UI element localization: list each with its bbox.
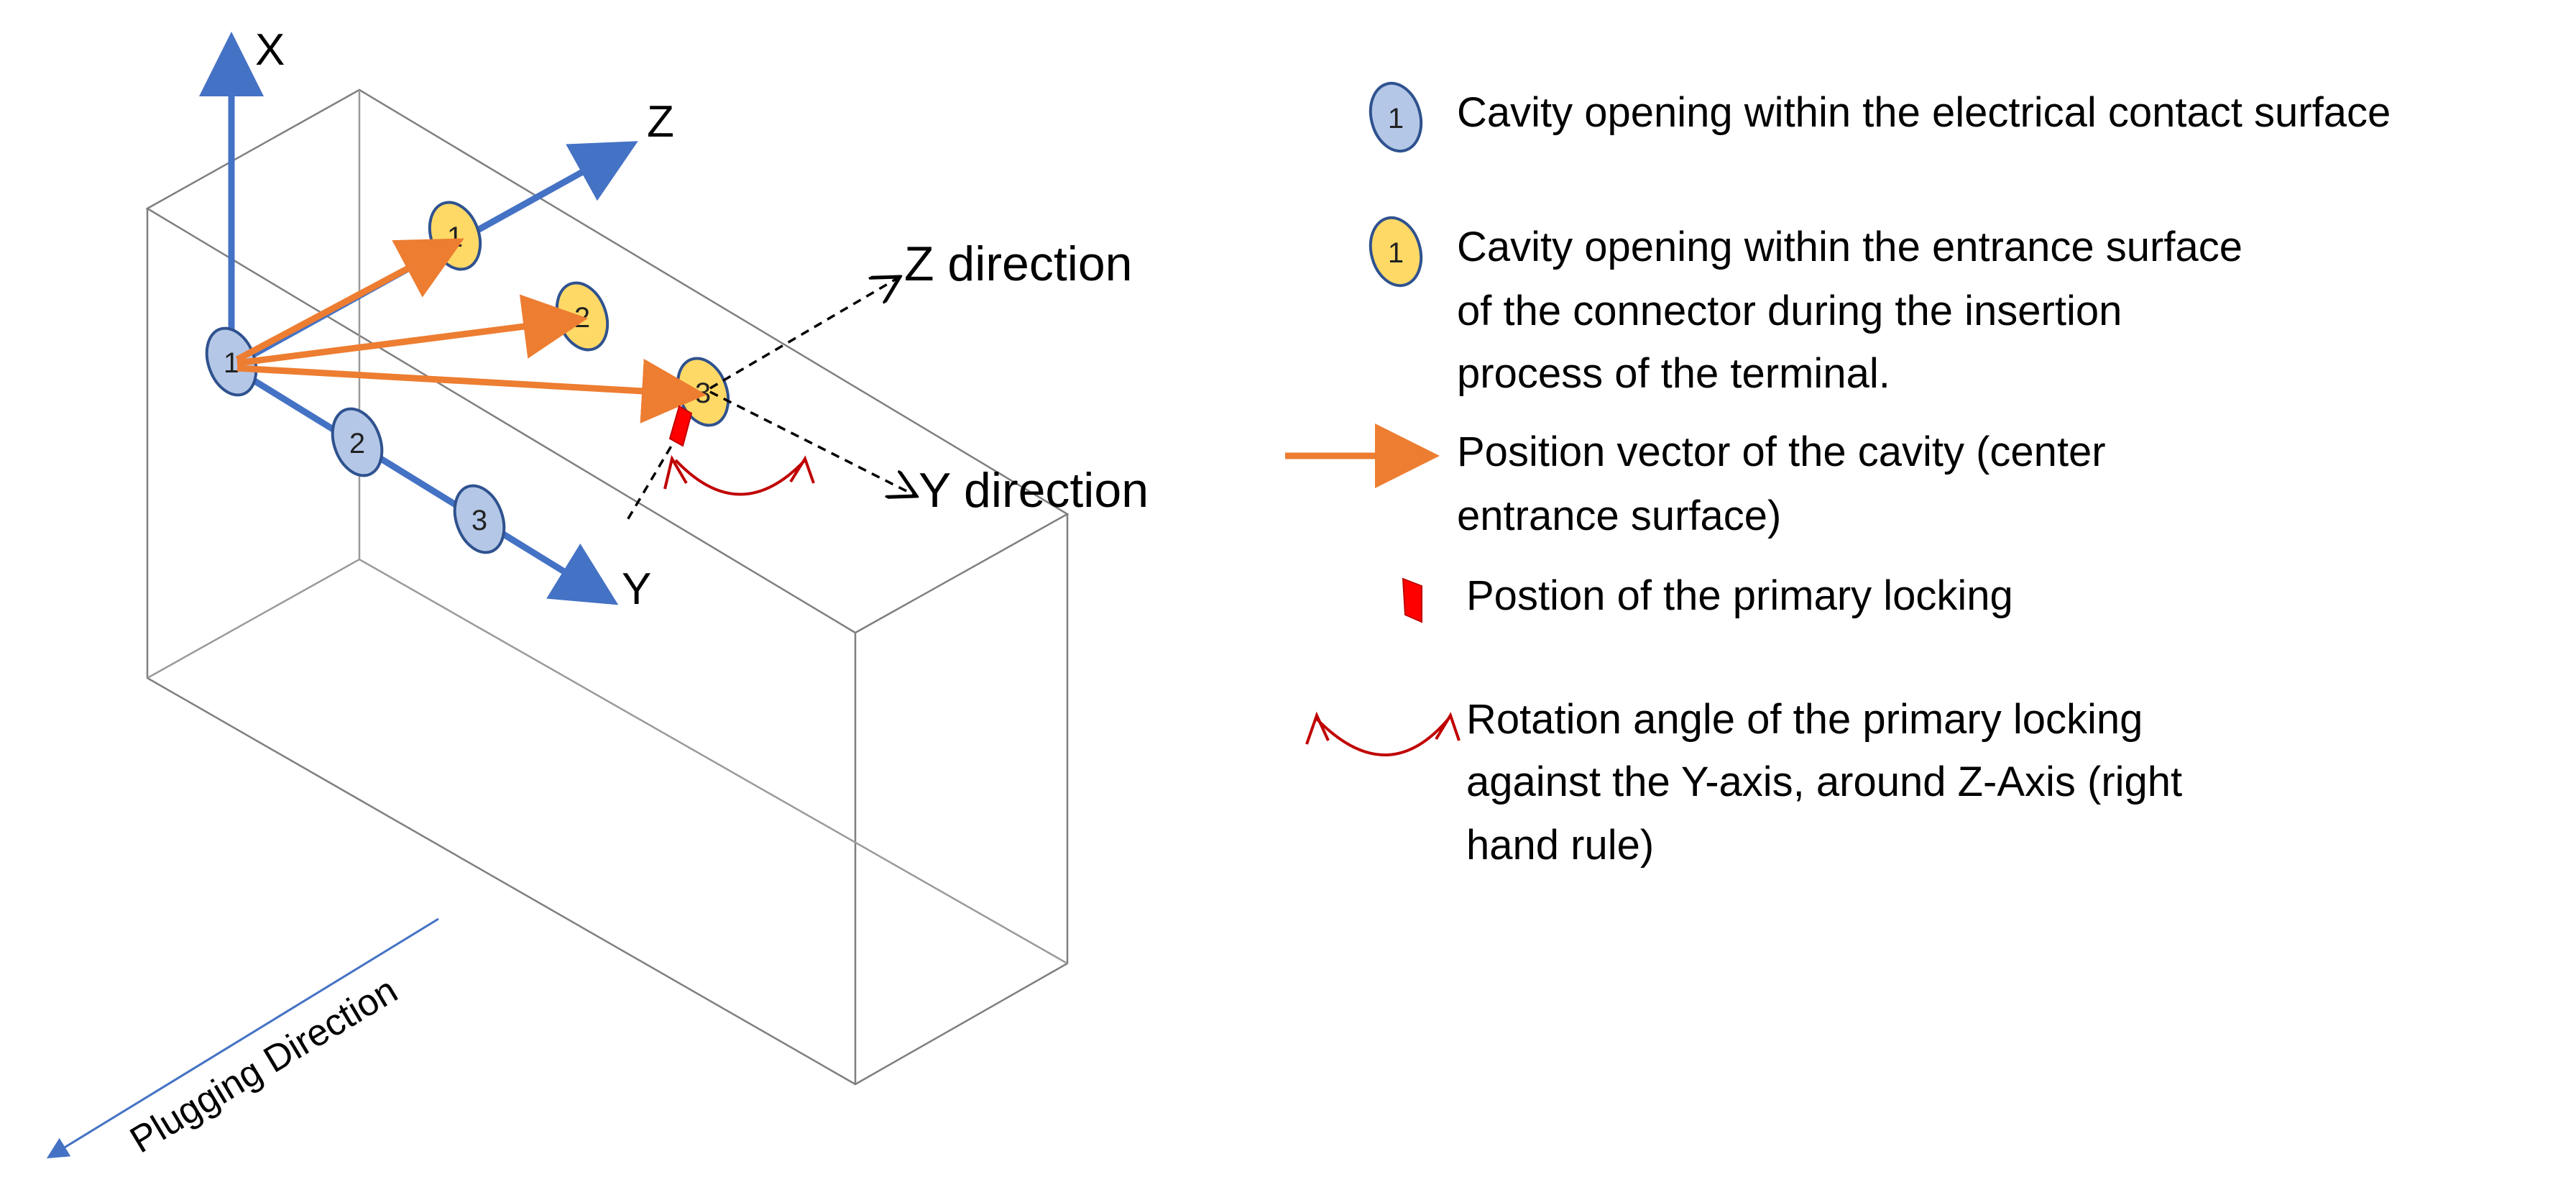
rotation-angle-arc — [663, 454, 815, 496]
contact-cavity-number: 1 — [224, 347, 239, 379]
x-axis-label: X — [255, 25, 285, 75]
legend-entrance-line-3: process of the terminal. — [1457, 350, 1890, 397]
entrance-cavity-number: 3 — [695, 377, 711, 409]
legend-entrance-line-1: Cavity opening within the entrance surfa… — [1457, 224, 2242, 270]
position-vector-2 — [236, 294, 588, 367]
legend-rotation-line-2: against the Y-axis, around Z-Axis (right — [1466, 759, 2182, 805]
legend-entrance-cavity: 1 Cavity opening within the entrance sur… — [1368, 216, 2242, 397]
contact-cavity-number: 3 — [472, 505, 487, 536]
legend-primary-locking: Postion of the primary locking — [1402, 572, 2013, 623]
legend-contact-text: Cavity opening within the electrical con… — [1457, 89, 2391, 136]
legend-position-vector: Position vector of the cavity (center en… — [1285, 423, 2106, 539]
position-vector-3 — [236, 358, 707, 423]
legend-rotation-line-1: Rotation angle of the primary locking — [1466, 696, 2143, 743]
plugging-direction-arrow — [46, 917, 439, 1159]
yellow-oval-icon — [1368, 216, 1423, 288]
y-direction-arrow — [709, 390, 916, 496]
connector-housing-box — [145, 88, 1070, 1086]
legend-contact-cavity: 1 Cavity opening within the electrical c… — [1368, 81, 2391, 153]
legend-rotation-angle: Rotation angle of the primary locking ag… — [1305, 696, 2182, 869]
legend-vector-line-2: entrance surface) — [1457, 493, 1781, 539]
y-axis-arrow — [229, 364, 619, 605]
contact-cavity-2: 2 — [331, 407, 384, 477]
legend: 1 Cavity opening within the electrical c… — [1285, 81, 2391, 869]
red-lock-icon — [1402, 577, 1422, 623]
primary-locking-marker — [668, 405, 693, 447]
legend-contact-number: 1 — [1388, 103, 1404, 134]
entrance-cavity-1: 1 — [428, 201, 482, 271]
legend-locking-text: Postion of the primary locking — [1466, 572, 2013, 619]
contact-cavity-3: 3 — [453, 484, 506, 554]
contact-cavity-number: 2 — [349, 428, 365, 459]
legend-vector-line-1: Position vector of the cavity (center — [1457, 429, 2106, 475]
legend-entrance-line-2: of the connector during the insertion — [1457, 288, 2122, 334]
entrance-cavity-2: 2 — [555, 281, 610, 352]
light-blue-oval-icon — [1368, 81, 1423, 153]
plugging-direction-label: Plugging Direction — [123, 969, 405, 1161]
z-axis-label: Z — [647, 97, 674, 147]
y-direction-label: Y direction — [919, 463, 1149, 518]
z-direction-arrow — [709, 277, 900, 390]
y-axis-label: Y — [622, 564, 651, 614]
entrance-cavity-number: 2 — [574, 302, 590, 334]
position-vector-1 — [235, 238, 464, 362]
z-direction-label: Z direction — [904, 237, 1132, 291]
position-vectors — [235, 238, 707, 423]
legend-rotation-line-3: hand rule) — [1466, 822, 1654, 869]
legend-entrance-number: 1 — [1388, 237, 1404, 269]
rotation-arc-icon — [1305, 711, 1460, 756]
